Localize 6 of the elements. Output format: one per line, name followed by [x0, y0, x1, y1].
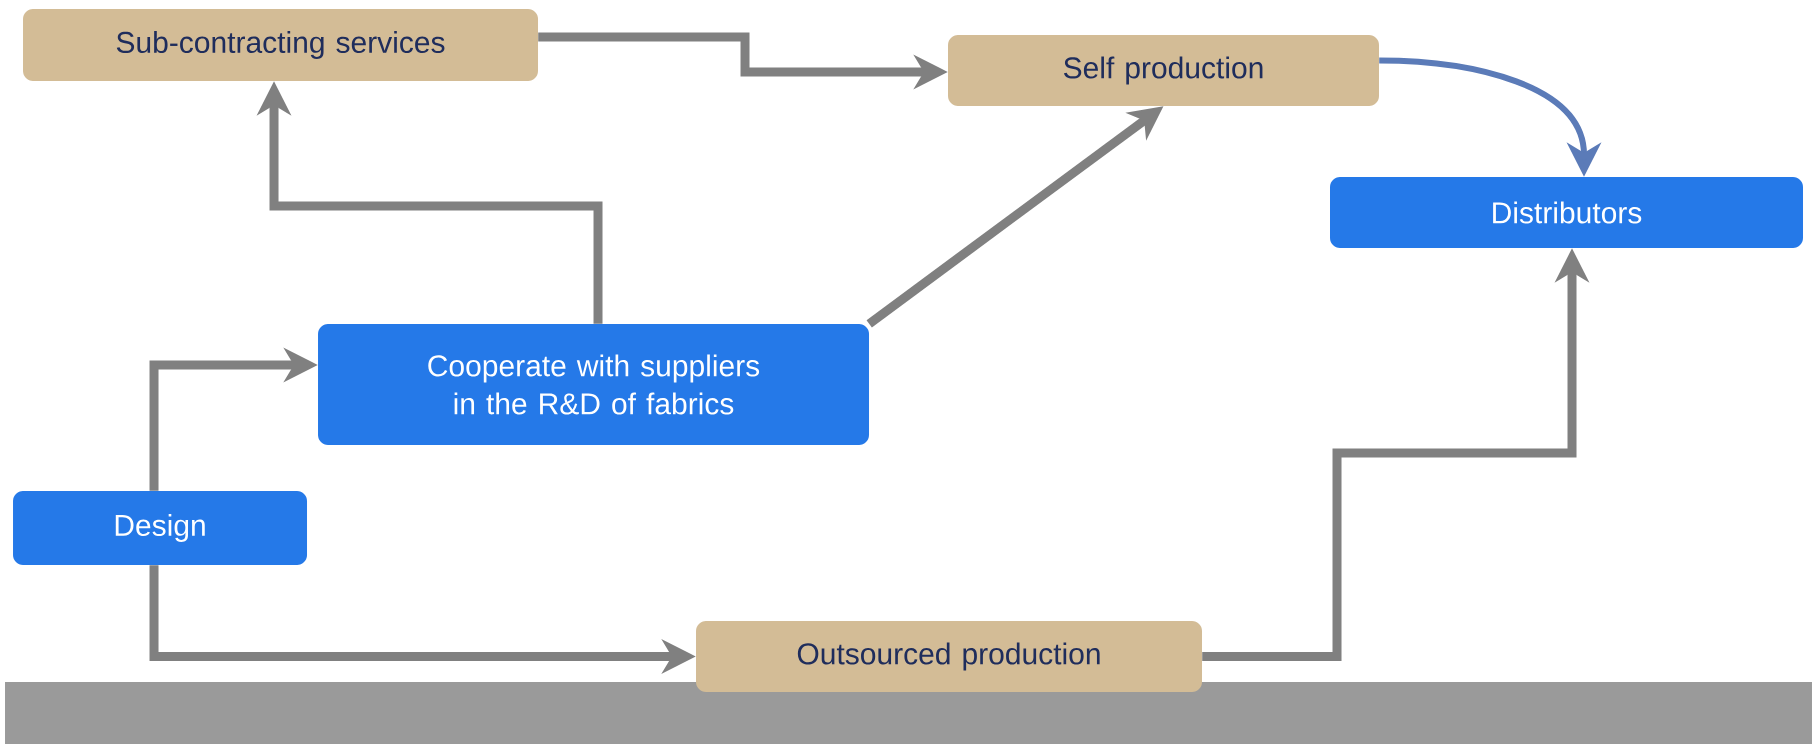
production-box: Outsourced production: [696, 621, 1202, 692]
process-box: Cooperate with suppliers in the R&D of fabrics: [318, 324, 869, 445]
process-box: Design: [13, 491, 307, 565]
production-box: Sub-contracting services: [23, 9, 538, 81]
process-box: Distributors: [1330, 177, 1803, 248]
production-box: Self production: [948, 35, 1379, 106]
